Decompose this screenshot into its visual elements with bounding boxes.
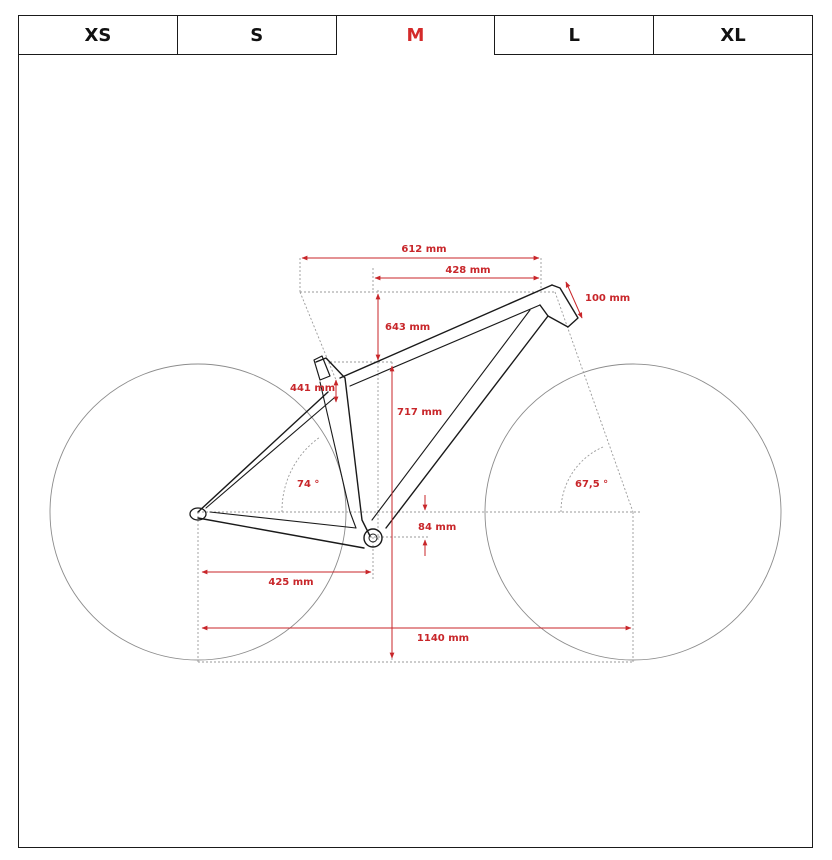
seat-angle-arc <box>281 436 321 513</box>
size-tab-bar: XS S M L XL <box>19 16 812 55</box>
size-tab-xs[interactable]: XS <box>19 16 178 55</box>
bb-drop-label: 84 mm <box>418 522 456 533</box>
guide-lines <box>197 258 640 663</box>
seat-tube-top-label: 643 mm <box>385 322 430 333</box>
size-tab-m[interactable]: M <box>336 16 496 55</box>
geometry-panel: XS S M L XL <box>18 15 813 848</box>
seat-post-label: 441 mm <box>290 383 335 394</box>
chainstay-label: 425 mm <box>268 577 313 588</box>
stack-top-label: 428 mm <box>445 265 490 276</box>
reach-label: 612 mm <box>401 244 446 255</box>
wheelbase-label: 1140 mm <box>417 633 469 644</box>
size-tab-l[interactable]: L <box>495 16 655 55</box>
seat-height-label: 717 mm <box>397 407 442 418</box>
size-tab-s[interactable]: S <box>177 16 337 55</box>
head-tube-label: 100 mm <box>585 293 630 304</box>
bike-frame <box>189 284 579 549</box>
size-tab-xl[interactable]: XL <box>654 16 812 55</box>
dimension-lines <box>201 255 632 659</box>
seat-angle-label: 74 ° <box>297 479 319 490</box>
head-angle-label: 67,5 ° <box>575 479 608 490</box>
head-angle-arc <box>560 446 604 513</box>
